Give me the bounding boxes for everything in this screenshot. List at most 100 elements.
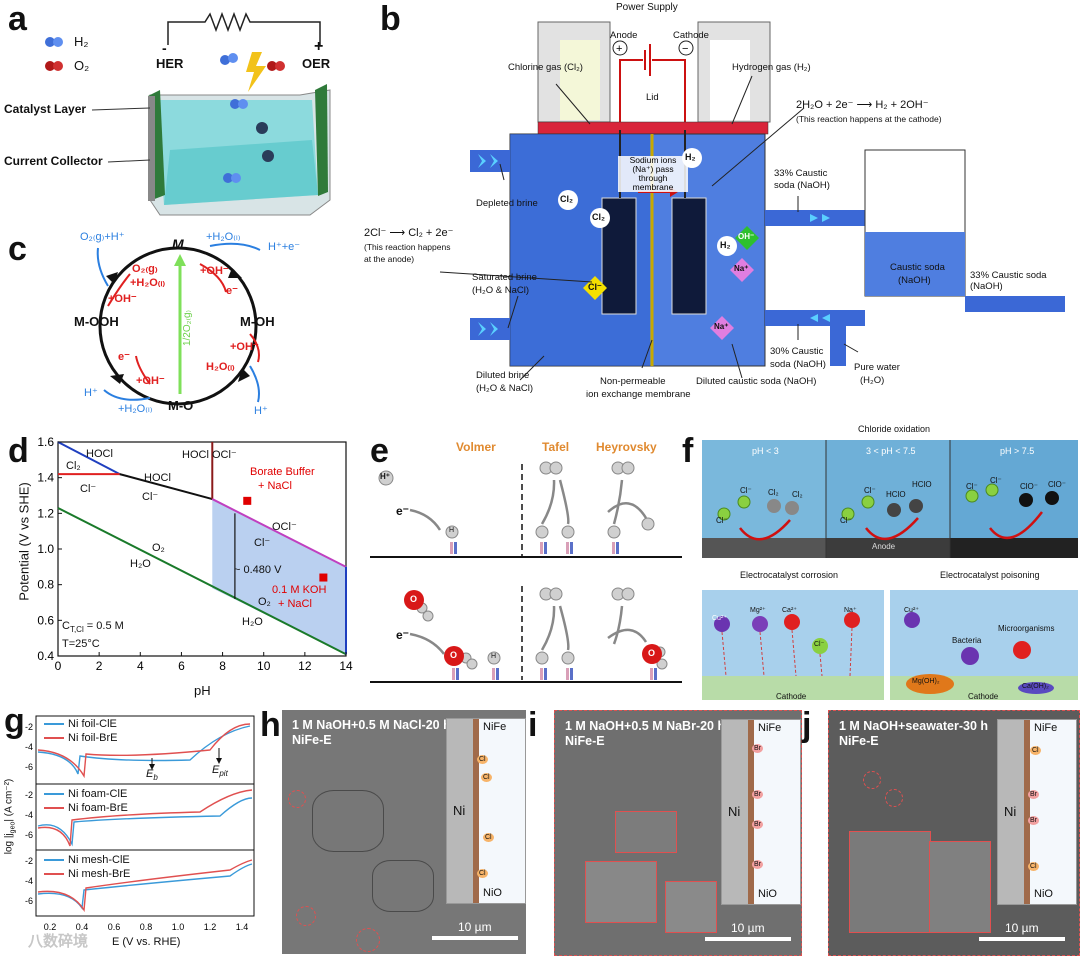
catalyst-layer-label: Catalyst Layer [4,102,87,116]
oh-label-1: +OH⁻ [200,265,229,277]
ca-label: Ca²⁺ [782,607,797,614]
ann-ctcl: C [62,620,70,632]
y-tick-label-2: 0.8 [37,578,54,592]
h-label-2: H [491,653,497,660]
cl2-label-2: Cl₂ [792,490,803,499]
sem-texture [312,790,384,852]
bacteria-label: Bacteria [952,636,982,645]
nife-label: NiFe [1034,722,1058,734]
nife-layer [1024,720,1030,904]
panel-label-d: d [8,432,29,470]
oh-label-3: +OH⁻ [136,375,165,387]
clo-label-2: ClO⁻ [1048,480,1066,489]
oer-cycle-diagram [96,242,261,406]
legend-foil-bre: Ni foil-BrE [44,732,118,744]
panel-f: f Chloride oxidation pH < 3 3 < pH < 7.5… [680,420,1080,702]
o-label-1: O [410,594,418,604]
boundary-line-2 [119,473,213,501]
e-label-2: e⁻ [118,351,130,363]
o-label-3: O [648,648,656,658]
panel-b: b + − [360,0,1080,420]
ion-marker: Br [752,744,763,753]
g-ylabel-text: log |j [3,833,15,855]
ni-label: Ni [1004,804,1017,819]
ann-hocl: HOCl [86,448,113,460]
saturated-brine-label-1: Saturated brine [472,272,537,283]
cl2-label-1: Cl₂ [768,488,779,497]
ann-cl-minus-1: Cl⁻ [80,483,97,495]
pure-water-label-1: Pure water [854,362,900,373]
ion-marker: Br [1028,816,1039,825]
ann-ocl: OCl⁻ [272,521,297,533]
ann-borate-2: + NaCl [258,480,292,492]
nio-label: NiO [483,887,502,899]
sem-flake [665,881,717,933]
legend-label: Ni foil-BrE [68,732,118,744]
panel-label-f: f [682,432,694,470]
legend-swatch [44,807,64,809]
y-tick-label-4: 1.2 [37,506,54,520]
cl-minus-label-1: Cl⁻ [716,516,728,525]
legend-swatch [44,723,64,725]
ann-ctcl-sub: T,Cl [69,625,84,635]
ann-hocl-mid: HOCl [144,472,171,484]
ion-cl2-b: Cl₂ [592,212,605,222]
legend-swatch [44,873,64,875]
her-mechanism-diagram [370,461,682,683]
h-label-1: H [449,527,455,534]
hclo-label-2: HClO [912,480,932,489]
scale-bar [705,937,791,941]
ion-marker: Cl [1028,862,1039,871]
g-y-tick-label-1-1: -4 [25,810,33,820]
anode-reaction: 2Cl⁻ ⟶ Cl₂ + 2e⁻ [364,227,454,239]
y-tick-label-5: 1.4 [37,471,54,485]
cu-label-2: Cu²⁺ [904,607,919,614]
cathode-reaction: 2H₂O + 2e⁻ ⟶ H₂ + 2OH⁻ [796,99,929,111]
nife-layer [748,720,754,904]
ann-cl-minus-2: Cl⁻ [142,491,159,503]
legend-swatch [44,793,64,795]
y-tick-label-3: 1.0 [37,542,54,556]
ph-2-label: 3 < pH < 7.5 [866,446,916,456]
polarization-curve-2-1 [37,859,253,913]
anode-reaction-note-2: at the anode) [364,254,415,264]
sem-flake [585,861,657,923]
g-x-tick-label-2: 0.6 [108,922,121,932]
ann-cl-minus-3: Cl⁻ [254,537,271,549]
ion-h2-a: H₂ [685,152,696,162]
y-tick-label-6: 1.6 [37,435,54,449]
legend-mesh-cle: Ni mesh-ClE [44,854,130,866]
legend-swatch [44,859,64,861]
cl-minus-label-3: Cl⁻ [840,516,852,525]
caustic-30-label-2: soda (NaOH) [770,359,826,370]
ion-marker: Br [752,820,763,829]
o2-h2o-label-2: +H₂O₍ₗ₎ [130,277,166,289]
anode-label: Anode [610,30,638,41]
ann-hocl-ocl: HOCl OCl⁻ [182,449,237,461]
cathode-label-1: Cathode [776,692,807,701]
legend-label: Ni foam-ClE [68,788,128,800]
g-ylabel-tail: | (A cm⁻²) [3,778,15,822]
pit-circle [356,928,380,952]
diluted-caustic-label: Diluted caustic soda (NaOH) [696,376,817,387]
volmer-label: Volmer [456,440,496,454]
legend-label: Ni mesh-ClE [68,854,130,866]
nio-label: NiO [1034,888,1053,900]
panel-label-e: e [370,432,389,470]
pit-circle [885,789,903,807]
epit-annotation: Epit [212,764,228,778]
cathode-reaction-note: (This reaction happens at the cathode) [796,114,942,124]
panel-label-j: j [802,706,812,744]
g-y-tick-label-1-0: -2 [25,790,33,800]
membrane-label-2: ion exchange membrane [586,389,691,400]
x-tick-label-4: 8 [219,659,226,673]
sem-title-line-2: NiFe-E [565,734,605,748]
x-tick-label-3: 6 [178,659,185,673]
g-x-tick-label-4: 1.0 [172,922,185,932]
ann-h2o-right: H₂O [242,616,263,628]
eb-sub: b [153,773,158,783]
